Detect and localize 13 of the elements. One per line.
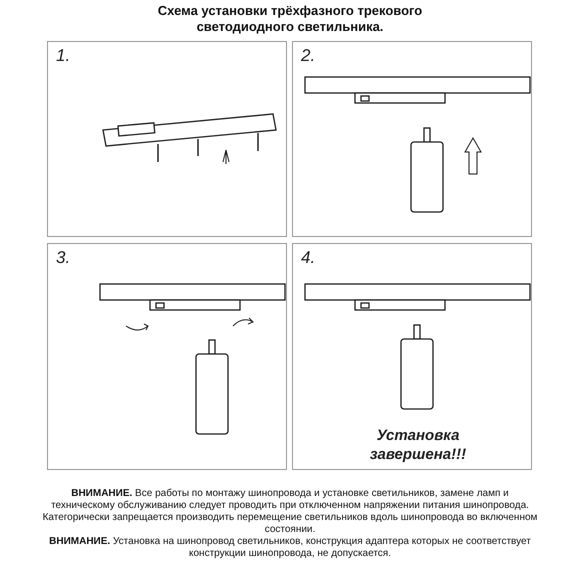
step-number: 3. [56, 248, 70, 268]
status-message: Установка завершена!!! [368, 426, 468, 464]
step-number: 1. [56, 46, 70, 66]
step-panel [47, 243, 287, 470]
title: Схема установки трёхфазного трекового светодиодного светильника. [156, 3, 424, 35]
step-number: 2. [301, 46, 316, 66]
warning-text: ВНИМАНИЕ. Установка на шинопровод светильников, конструкция адаптера которых не соответствует конструкции шинопровода, не допускается. [48, 536, 532, 560]
step-number: 4. [301, 248, 316, 268]
step-panel [292, 41, 532, 237]
warning-text: Категорически запрещается производить перемещение светильников вдоль шинопровода во включенном состоянии. [42, 512, 538, 536]
step-panel [47, 41, 287, 237]
warning-text: ВНИМАНИЕ. Все работы по монтажу шинопровода и установке светильников, замене ламп и техническому обслуживанию следует проводить при отключенном напряжении питания шинопровода. [50, 488, 530, 512]
step-panel [292, 243, 532, 470]
